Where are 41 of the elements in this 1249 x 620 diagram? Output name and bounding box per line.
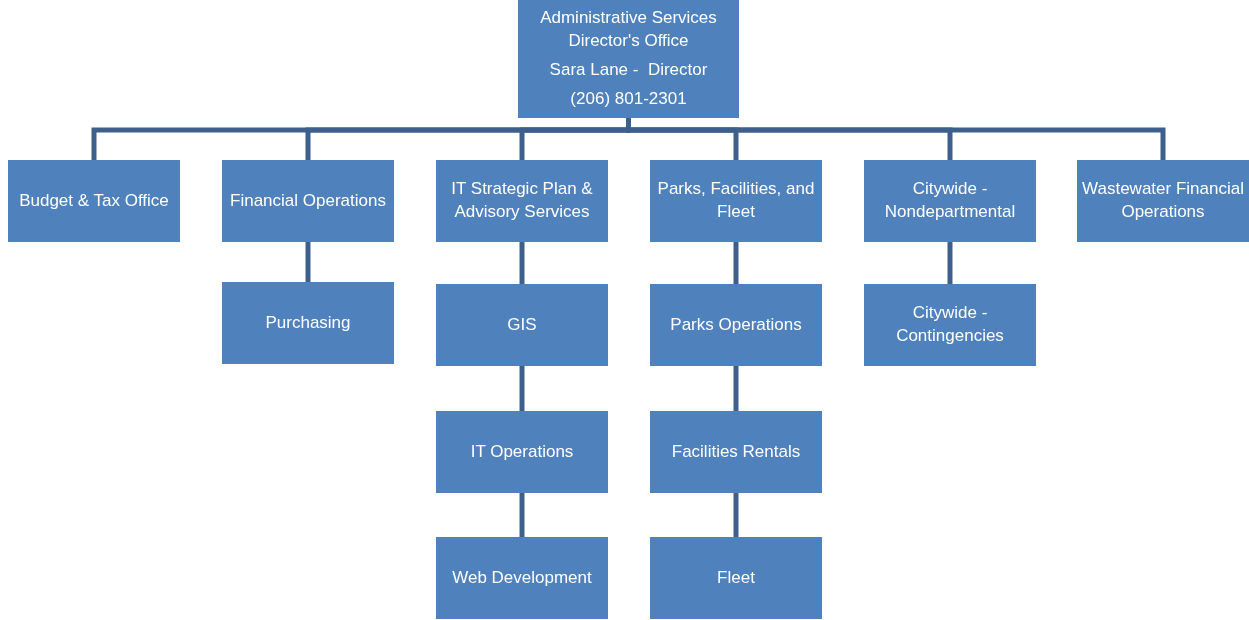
connector-line xyxy=(519,242,525,284)
box-label: (206) 801-2301 xyxy=(570,87,687,110)
box-label: IT Operations xyxy=(470,440,574,463)
box-label: Administrative Services Director's Office xyxy=(539,7,718,53)
org-box xyxy=(650,160,822,242)
connector-line xyxy=(947,242,953,284)
org-box xyxy=(436,411,608,493)
org-box xyxy=(222,282,394,364)
org-box xyxy=(436,160,608,242)
box-label: IT Strategic Plan & Advisory Services xyxy=(450,178,594,223)
org-box xyxy=(518,0,739,118)
org-box xyxy=(436,284,608,366)
org-box xyxy=(650,537,822,619)
box-label: Budget & Tax Office xyxy=(19,189,169,212)
connector-line xyxy=(733,366,739,411)
org-box xyxy=(1077,160,1249,242)
org-box xyxy=(222,160,394,242)
box-label: Citywide - Nondepartmental xyxy=(883,178,1017,223)
box-label: Financial Operations xyxy=(230,189,386,212)
org-box xyxy=(436,537,608,619)
box-label: Parks Operations xyxy=(670,313,802,336)
box-label: Wastewater Financial Operations xyxy=(1081,178,1245,223)
box-label: Facilities Rentals xyxy=(671,440,801,463)
connector-line xyxy=(519,493,525,537)
box-label: Sara Lane - Director xyxy=(549,59,708,81)
connector-line xyxy=(626,118,1166,160)
box-label: Web Development xyxy=(452,566,592,589)
org-box xyxy=(8,160,180,242)
box-label: Citywide - Contingencies xyxy=(895,302,1005,347)
box-label: Fleet xyxy=(717,566,755,589)
org-box xyxy=(650,411,822,493)
box-label: GIS xyxy=(507,313,537,336)
connector-line xyxy=(733,242,739,284)
connector-line xyxy=(305,242,311,282)
connector-line xyxy=(519,366,525,411)
box-label: Purchasing xyxy=(265,311,351,334)
org-box xyxy=(864,284,1036,366)
connector-line xyxy=(733,493,739,537)
org-box xyxy=(650,284,822,366)
org-box xyxy=(864,160,1036,242)
box-label: Parks, Facilities, and Fleet xyxy=(656,178,816,223)
